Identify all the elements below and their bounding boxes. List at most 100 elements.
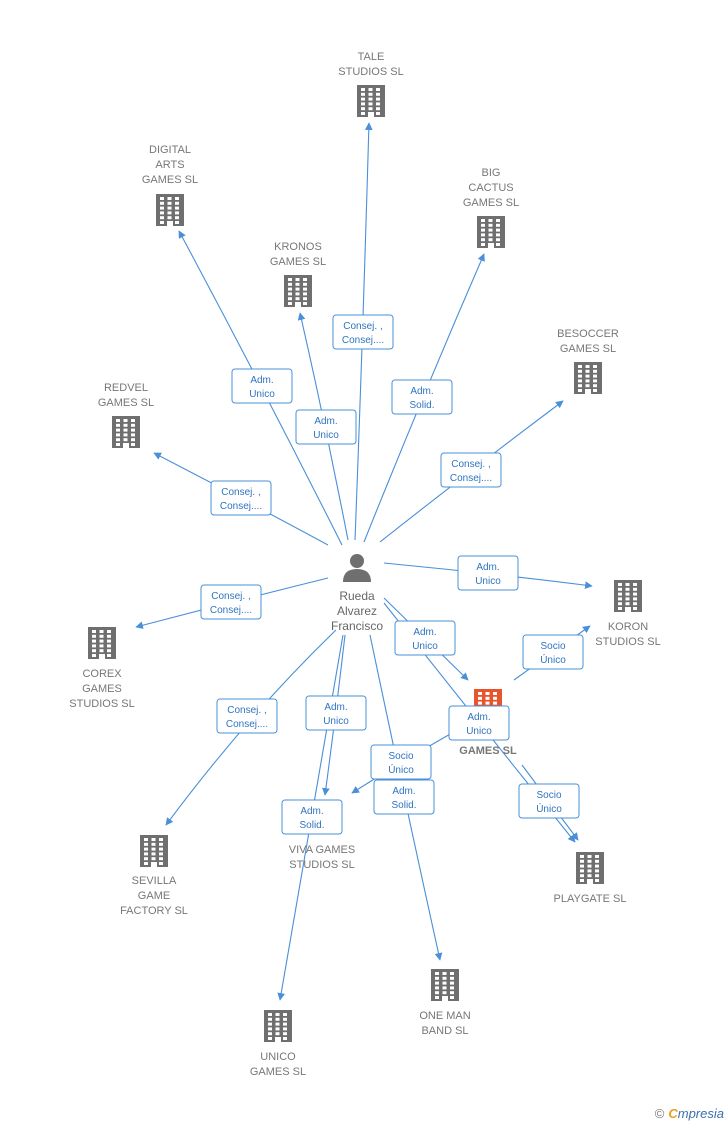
edge-label-besoccer[interactable]: Consej. , Consej.... <box>440 452 502 488</box>
building-icon <box>156 194 184 226</box>
edge-label-text: Socio <box>540 641 565 652</box>
node-label-line: KORON <box>608 621 648 633</box>
node-label-line: GAMES SL <box>142 174 198 186</box>
node-label-line: BESOCCER <box>557 328 619 340</box>
brand-name: mpresia <box>677 1106 724 1121</box>
edge-label-text: Adm. <box>324 702 347 713</box>
node-label-line: COREX <box>82 668 122 680</box>
node-label-line: CACTUS <box>468 182 513 194</box>
node-label-line: GAMES SL <box>270 256 326 268</box>
edge-label-playgate[interactable]: Adm. Unico <box>448 705 510 741</box>
node-kronos[interactable]: KRONOS GAMES SL <box>270 241 326 307</box>
node-playgate[interactable]: PLAYGATE SL <box>554 852 627 905</box>
person-icon <box>343 554 371 582</box>
edge-label-text: Adm. <box>250 375 273 386</box>
edge-label-kronos[interactable]: Adm. Unico <box>295 409 357 445</box>
copyright-symbol: © <box>654 1106 665 1121</box>
edge-label-text: Consej.... <box>210 605 252 616</box>
node-label-line: REDVEL <box>104 382 148 394</box>
node-label-line: GAME <box>138 890 170 902</box>
edge-label-text: Unico <box>249 389 275 400</box>
brand-initial: C <box>668 1106 678 1121</box>
building-icon <box>431 969 459 1001</box>
edge-label-text: Consej. , <box>221 487 260 498</box>
node-label-line: SEVILLA <box>132 875 177 887</box>
edge-label-text: Adm. <box>467 712 490 723</box>
edge-label-text: Único <box>540 653 566 666</box>
edge-label-text: Solid. <box>391 800 416 811</box>
edge-label-text: Adm. <box>410 386 433 397</box>
edge-label-onemanband[interactable]: Adm.Solid. <box>373 779 435 815</box>
edge-label-text: Socio <box>388 751 413 762</box>
node-label-line: GAMES SL <box>560 343 616 355</box>
edge-label-bigcactus[interactable]: Adm.Solid. <box>391 379 453 415</box>
edge-label-text: Consej. , <box>451 459 490 470</box>
edge-label-games[interactable]: Adm. Unico <box>394 620 456 656</box>
edge-label-unico[interactable]: Adm.Solid. <box>281 799 343 835</box>
edge-label-sevilla[interactable]: Consej. ,Consej.... <box>216 698 278 734</box>
building-icon <box>574 362 602 394</box>
edge-label-text: Unico <box>475 576 501 587</box>
building-icon <box>576 852 604 884</box>
node-label-line: Francisco <box>331 619 383 633</box>
node-label-line: GAMES SL <box>459 745 517 757</box>
edge-label-text: Consej.... <box>220 501 262 512</box>
edges-layer <box>135 122 593 1001</box>
edge-label-tale[interactable]: Consej. ,Consej.... <box>332 314 394 350</box>
node-koron[interactable]: KORON STUDIOS SL <box>595 580 661 648</box>
edge-label-corex[interactable]: Consej. ,Consej.... <box>200 584 262 620</box>
edge-label-text: Único <box>388 763 414 776</box>
node-label-line: ONE MAN <box>419 1010 470 1022</box>
building-icon <box>284 275 312 307</box>
edge-label-text: Unico <box>313 430 339 441</box>
edge-label-text: Adm. <box>314 416 337 427</box>
building-icon <box>140 835 168 867</box>
node-label-line: Alvarez <box>337 604 377 618</box>
node-besoccer[interactable]: BESOCCER GAMES SL <box>557 328 619 394</box>
edge-label-text: Adm. <box>413 627 436 638</box>
node-label-line: KRONOS <box>274 241 322 253</box>
node-label-line: STUDIOS SL <box>595 636 660 648</box>
building-icon <box>88 627 116 659</box>
building-icon <box>264 1010 292 1042</box>
edge-label-text: Único <box>536 802 562 815</box>
edge-label-text: Unico <box>466 726 492 737</box>
building-icon <box>614 580 642 612</box>
node-label-line: BIG <box>482 167 501 179</box>
node-label-line: GAMES SL <box>250 1066 306 1078</box>
node-label-line: DIGITAL <box>149 144 191 156</box>
node-label-line: STUDIOS SL <box>289 859 354 871</box>
node-label-line: STUDIOS SL <box>69 698 134 710</box>
node-label-line: PLAYGATE SL <box>554 893 627 905</box>
edge-label-koron[interactable]: Adm.Unico <box>457 555 519 591</box>
edge-label-digital[interactable]: Adm. Unico <box>231 368 293 404</box>
building-icon <box>112 416 140 448</box>
edge-label-viva[interactable]: Adm.Unico <box>305 695 367 731</box>
node-label-line: FACTORY SL <box>120 905 188 917</box>
node-tale[interactable]: TALE STUDIOS SL <box>338 51 404 117</box>
node-label-line: TALE <box>358 51 385 63</box>
empresia-watermark[interactable]: ©Cmpresia <box>655 1106 724 1121</box>
node-label-line: UNICO <box>260 1051 296 1063</box>
node-sevilla[interactable]: SEVILLA GAME FACTORY SL <box>120 835 188 917</box>
edge-label-text: Consej.... <box>342 335 384 346</box>
node-label-line: STUDIOS SL <box>338 66 403 78</box>
edge-label-text: Unico <box>412 641 438 652</box>
node-label-line: GAMES SL <box>98 397 154 409</box>
node-redvel[interactable]: REDVEL GAMES SL <box>98 382 154 448</box>
edge-label-redvel[interactable]: Consej. , Consej.... <box>210 480 272 516</box>
building-icon <box>357 85 385 117</box>
edge-label-text: Socio <box>536 790 561 801</box>
node-unico[interactable]: UNICO GAMES SL <box>250 1010 306 1078</box>
edge-label-text: Consej.... <box>450 473 492 484</box>
